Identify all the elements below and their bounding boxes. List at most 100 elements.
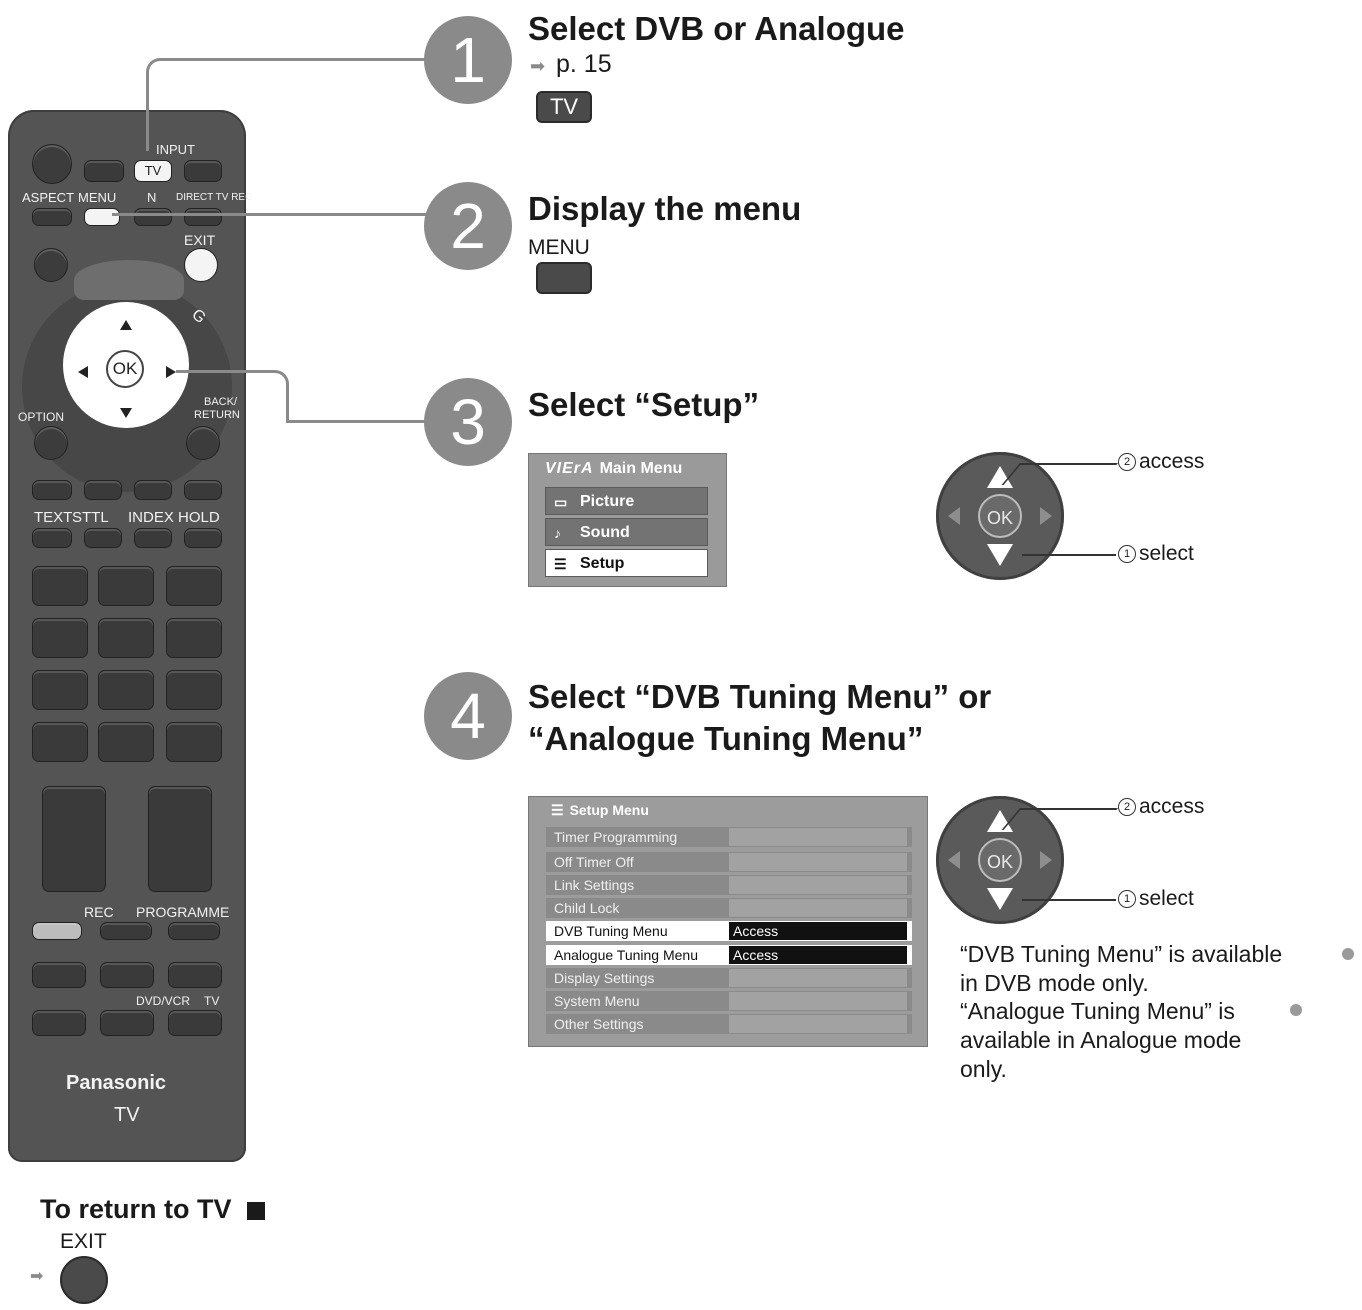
- note-line-1: “DVB Tuning Menu” is available: [960, 941, 1283, 967]
- circled-number-1: 1: [1118, 545, 1136, 564]
- remote-hold-label: HOLD: [178, 509, 220, 526]
- setup-row-system-menu[interactable]: System Menu: [546, 991, 912, 1011]
- remote-tv-button[interactable]: TV: [134, 160, 172, 182]
- remote-button[interactable]: [168, 962, 222, 988]
- remote-number-button[interactable]: [166, 618, 222, 658]
- menu-key-icon: [536, 262, 592, 294]
- menu-item-picture[interactable]: ▭Picture: [545, 487, 708, 515]
- note-line-3: “Analogue Tuning Menu” is: [960, 998, 1235, 1024]
- remote-ok-button[interactable]: OK: [106, 350, 144, 388]
- step-number-3: 3: [424, 378, 512, 466]
- remote-hold-button[interactable]: [184, 528, 222, 548]
- select-pointer-line: [1022, 554, 1116, 556]
- step-1-title: Select DVB or Analogue: [528, 10, 905, 47]
- remote-button[interactable]: [84, 160, 124, 182]
- remote-aspect-button[interactable]: [32, 208, 72, 226]
- step-number-2: 2: [424, 182, 512, 270]
- note-line-4: available in Analogue mode: [960, 1027, 1242, 1053]
- remote-tv-label: TV: [204, 994, 220, 1008]
- setup-row-link-settings[interactable]: Link Settings: [546, 875, 912, 895]
- remote-menu-label: MENU: [78, 190, 117, 205]
- viera-logo: VIErA: [545, 460, 594, 477]
- remote-number-button[interactable]: [32, 566, 88, 606]
- right-arrow-icon: [1040, 507, 1052, 525]
- bullet-icon: [1290, 1004, 1302, 1016]
- down-arrow-icon: [987, 888, 1013, 910]
- setup-row-timer-programming[interactable]: Timer Programming: [546, 827, 912, 847]
- remote-number-button[interactable]: [166, 670, 222, 710]
- power-button[interactable]: [32, 144, 72, 184]
- remote-back-return-label-2: RETURN: [194, 409, 240, 421]
- remote-text-button[interactable]: [32, 528, 72, 548]
- remote-direct-tv-rec-button[interactable]: [184, 208, 222, 226]
- remote-left-round-button[interactable]: [34, 248, 68, 282]
- remote-option-button[interactable]: [34, 426, 68, 460]
- ok-button-icon: OK: [978, 838, 1022, 882]
- down-arrow-icon: [987, 544, 1013, 566]
- remote-red-button[interactable]: [32, 480, 72, 500]
- remote-number-button[interactable]: [32, 618, 88, 658]
- remote-control: INPUT TV ASPECT MENU N DIRECT TV REC EXI…: [8, 110, 252, 1162]
- up-arrow-icon: [987, 466, 1013, 488]
- remote-number-button[interactable]: [98, 566, 154, 606]
- remote-volume-rocker[interactable]: [42, 786, 106, 892]
- remote-rec-label: REC: [84, 904, 114, 920]
- remote-index-button[interactable]: [134, 528, 172, 548]
- bullet-icon: [1342, 948, 1354, 960]
- step-4-title-line2: “Analogue Tuning Menu”: [528, 720, 924, 757]
- remote-button[interactable]: [100, 962, 154, 988]
- remote-blue-button[interactable]: [184, 480, 222, 500]
- remote-yellow-button[interactable]: [134, 480, 172, 500]
- select-pointer-line-2: [1022, 899, 1116, 901]
- remote-dvd-vcr-button[interactable]: [100, 1010, 154, 1036]
- setup-row-off-timer[interactable]: Off Timer Off: [546, 852, 912, 872]
- remote-programme-button[interactable]: [168, 922, 220, 940]
- left-arrow-icon: [948, 507, 960, 525]
- connector-line-1: [146, 58, 431, 151]
- circled-number-1: 1: [1118, 890, 1136, 909]
- remote-button[interactable]: [32, 1010, 86, 1036]
- remote-n-button[interactable]: [134, 208, 172, 226]
- remote-back-return-button[interactable]: [186, 426, 220, 460]
- remote-number-button[interactable]: [32, 722, 88, 762]
- menu-item-sound[interactable]: ♪Sound: [545, 518, 708, 546]
- remote-index-label: INDEX: [128, 509, 174, 526]
- remote-number-button[interactable]: [98, 670, 154, 710]
- circled-number-2: 2: [1118, 798, 1136, 817]
- menu-item-setup[interactable]: ☰Setup: [545, 549, 708, 577]
- remote-number-button[interactable]: [98, 618, 154, 658]
- remote-button[interactable]: [32, 922, 82, 940]
- remote-sttl-button[interactable]: [84, 528, 122, 548]
- remote-exit-button[interactable]: [184, 248, 218, 282]
- remote-number-button[interactable]: [98, 722, 154, 762]
- remote-option-label: OPTION: [18, 410, 65, 424]
- remote-menu-button[interactable]: [84, 208, 120, 226]
- remote-channel-rocker[interactable]: [148, 786, 212, 892]
- remote-number-button[interactable]: [166, 566, 222, 606]
- connector-line-3: [176, 370, 289, 423]
- setup-row-other-settings[interactable]: Other Settings: [546, 1014, 912, 1034]
- remote-direct-tv-rec-label: DIRECT TV REC: [176, 192, 253, 203]
- remote-tv-mode-button[interactable]: [168, 1010, 222, 1036]
- remote-rec-button[interactable]: [100, 922, 152, 940]
- remote-up-arrow-icon: [120, 320, 132, 330]
- remote-number-button[interactable]: [166, 722, 222, 762]
- up-arrow-icon: [987, 810, 1013, 832]
- remote-button[interactable]: [184, 160, 222, 182]
- arrow-right-icon: ➡: [530, 56, 546, 76]
- remote-green-button[interactable]: [84, 480, 122, 500]
- remote-button[interactable]: [32, 962, 86, 988]
- arrow-right-icon: ➡: [30, 1268, 44, 1285]
- remote-number-button[interactable]: [32, 670, 88, 710]
- setup-row-display-settings[interactable]: Display Settings: [546, 968, 912, 988]
- connector-line-2: [112, 213, 428, 216]
- ok-button-icon: OK: [978, 494, 1022, 538]
- remote-n-label: N: [147, 190, 157, 205]
- step-number-4: 4: [424, 672, 512, 760]
- picture-icon: ▭: [554, 494, 568, 510]
- setup-row-child-lock[interactable]: Child Lock: [546, 898, 912, 918]
